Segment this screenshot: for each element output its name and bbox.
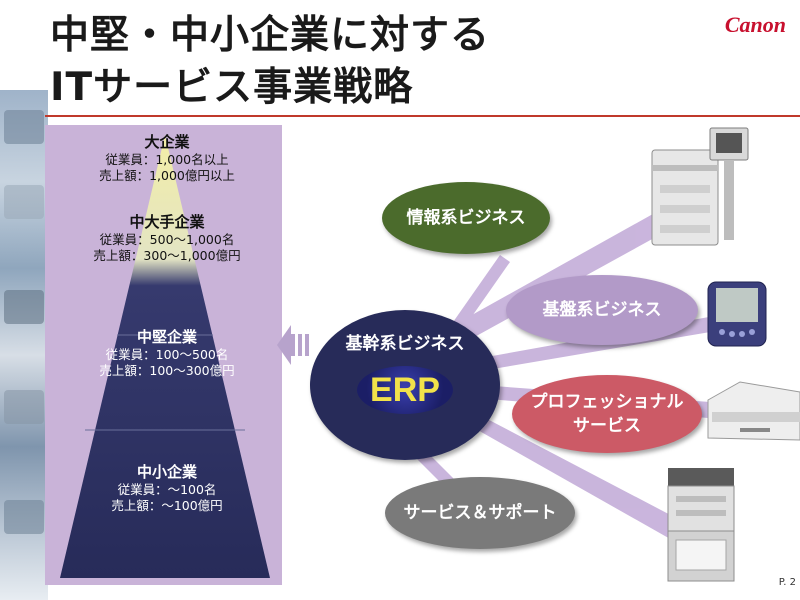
page-number: P. 2 bbox=[778, 577, 796, 588]
tier-small-enterprise: 中小企業 従業員：〜100名 売上額：〜100億円 bbox=[67, 463, 267, 514]
photo-tile bbox=[4, 290, 44, 324]
connector-band bbox=[445, 210, 665, 345]
copier-printer-image bbox=[651, 127, 749, 246]
tier-name: 中小企業 bbox=[136, 463, 197, 481]
infrastructure-business-oval: 基盤系ビジネス bbox=[506, 275, 698, 345]
arrow-left-icon bbox=[277, 325, 309, 365]
photo-tile bbox=[4, 110, 44, 144]
connector-band bbox=[460, 410, 680, 540]
pda-device-image bbox=[707, 281, 767, 347]
slide-title: 中堅・中小企業に対する ITサービス事業戦略 bbox=[50, 10, 490, 114]
tier-sales: 売上額：1,000億円以上 bbox=[99, 168, 235, 183]
company-size-pyramid bbox=[60, 135, 270, 578]
erp-badge: ERP bbox=[357, 366, 453, 414]
tier-employees: 従業員：1,000名以上 bbox=[105, 152, 229, 167]
info-business-label: 情報系ビジネス bbox=[406, 208, 526, 228]
info-business-oval: 情報系ビジネス bbox=[382, 182, 550, 254]
tier-upper-mid-enterprise: 中大手企業 従業員：500〜1,000名 売上額：300〜1,000億円 bbox=[67, 213, 267, 264]
title-divider bbox=[45, 115, 800, 117]
core-business-label: 基幹系ビジネス bbox=[345, 334, 465, 354]
tier-sales: 売上額：100〜300億円 bbox=[99, 363, 235, 378]
tier-sales: 売上額：〜100億円 bbox=[111, 498, 223, 513]
service-support-oval: サービス＆サポート bbox=[385, 477, 575, 549]
tier-large-enterprise: 大企業 従業員：1,000名以上 売上額：1,000億円以上 bbox=[67, 133, 267, 184]
tier-name: 中堅企業 bbox=[136, 328, 197, 346]
tier-name: 中大手企業 bbox=[129, 213, 205, 231]
infrastructure-business-label: 基盤系ビジネス bbox=[542, 300, 662, 320]
tier-employees: 従業員：500〜1,000名 bbox=[99, 232, 235, 247]
pyramid-shape bbox=[60, 135, 270, 578]
tier-mid-enterprise: 中堅企業 従業員：100〜500名 売上額：100〜300億円 bbox=[67, 328, 267, 379]
photo-tile bbox=[4, 500, 44, 534]
tier-employees: 従業員：100〜500名 bbox=[105, 347, 229, 362]
core-business-erp-oval: 基幹系ビジネス ERP bbox=[310, 310, 500, 460]
professional-service-label-2: サービス bbox=[573, 416, 641, 436]
professional-service-label-1: プロフェッショナル bbox=[530, 392, 684, 412]
title-line-1: 中堅・中小企業に対する bbox=[50, 13, 491, 58]
desktop-printer-image bbox=[707, 381, 800, 441]
canon-logo: Canon bbox=[724, 12, 786, 37]
multifunction-copier-image bbox=[667, 468, 735, 582]
office-people-photo-strip bbox=[0, 90, 48, 600]
tier-employees: 従業員：〜100名 bbox=[117, 482, 217, 497]
photo-tile bbox=[4, 185, 44, 219]
service-support-label: サービス＆サポート bbox=[403, 503, 557, 523]
title-line-2: ITサービス事業戦略 bbox=[50, 65, 414, 110]
professional-service-oval: プロフェッショナル サービス bbox=[512, 375, 702, 453]
tier-name: 大企業 bbox=[144, 133, 190, 151]
photo-tile bbox=[4, 390, 44, 424]
erp-text: ERP bbox=[370, 371, 440, 409]
tier-sales: 売上額：300〜1,000億円 bbox=[93, 248, 241, 263]
